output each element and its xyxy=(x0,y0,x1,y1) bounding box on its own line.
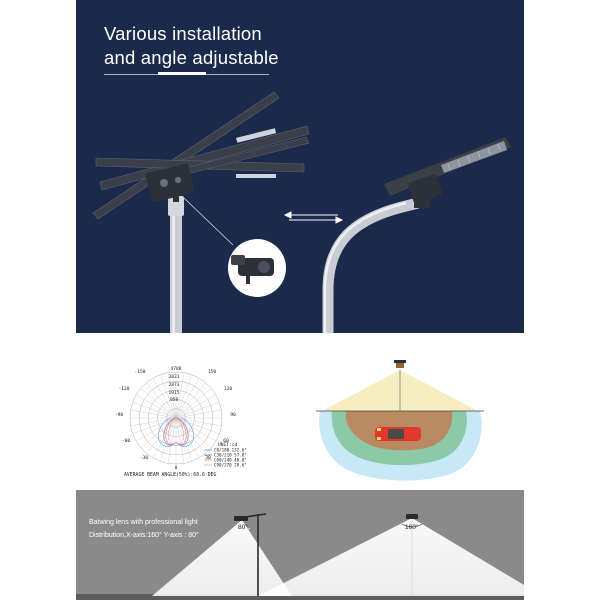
polar-spoke xyxy=(140,388,177,419)
polar-spoke xyxy=(167,417,177,464)
beam-angle-right: 160° xyxy=(405,524,419,531)
polar-spoke xyxy=(160,374,177,419)
beam-lamp-left xyxy=(234,516,248,521)
beam-description-line2: Distribution,X-axis:160° Y-axis : 80° xyxy=(89,532,199,539)
polar-ring-label: 3831 xyxy=(168,374,179,380)
beam-distribution-panel: Batwing lens with professional light Dis… xyxy=(76,490,524,600)
adjustable-lamp-arms xyxy=(92,91,310,220)
hero-title-line1: Various installation xyxy=(104,23,262,44)
polar-angle-label: 60 xyxy=(223,438,229,444)
polar-spoke xyxy=(132,417,177,434)
polar-spoke xyxy=(175,417,200,458)
hero-title-line2: and angle adjustable xyxy=(104,47,279,68)
curved-pole xyxy=(322,197,420,333)
diagram-lamp-top xyxy=(394,360,406,363)
illumination-diagram xyxy=(316,360,484,481)
road-surface xyxy=(76,594,524,600)
beam-cone-x xyxy=(258,518,524,596)
polar-top-label: 4788 xyxy=(170,366,181,372)
polar-angle-label: 90 xyxy=(230,412,236,418)
adjustable-pole xyxy=(168,190,184,333)
polar-spoke xyxy=(175,417,192,462)
polar-spoke xyxy=(160,417,177,462)
diagram-lamp xyxy=(396,362,404,368)
curved-pole-lamp xyxy=(384,137,511,208)
polar-angle-label: -120 xyxy=(118,386,129,392)
polar-spoke xyxy=(175,374,192,419)
angle-arc-left xyxy=(233,527,251,532)
polar-spoke xyxy=(175,409,222,419)
polar-spoke xyxy=(132,402,177,419)
polar-angle-label: -150 xyxy=(134,369,145,375)
lamp-bracket xyxy=(145,163,195,203)
polar-spoke xyxy=(175,372,185,419)
polar-spoke xyxy=(175,417,185,464)
angle-arc-right xyxy=(401,523,423,528)
polar-spoke xyxy=(175,417,220,434)
polar-spoke xyxy=(136,394,177,419)
polar-spoke xyxy=(175,402,220,419)
beam-cone-y xyxy=(152,520,292,596)
car-icon xyxy=(375,427,421,441)
photometric-polar-chart: 4788 3831 2873 1915 958 -150 -120 -90 -6… xyxy=(115,366,247,478)
polar-spoke xyxy=(175,388,212,419)
polar-spoke xyxy=(130,409,177,419)
polar-spoke xyxy=(152,417,177,458)
polar-angle-label: -90 xyxy=(115,412,124,418)
legend-entry: C0/180 132.6° xyxy=(214,448,247,453)
polar-ring-label: 958 xyxy=(170,397,179,403)
legend-entry: C90/270 28.6° xyxy=(214,463,247,468)
polar-spoke xyxy=(175,394,216,419)
legend-entry: C30/210 57.8° xyxy=(214,453,247,458)
beam-description-line1: Batwing lens with professional light xyxy=(89,519,198,526)
detail-leader-line xyxy=(183,197,234,246)
polar-bottom-label: 0 xyxy=(175,465,178,471)
polar-spoke xyxy=(167,372,177,419)
polar-angle-label: -60 xyxy=(122,438,131,444)
title-underline-accent xyxy=(158,72,206,75)
intensity-curve xyxy=(168,417,184,445)
polar-spoke xyxy=(152,378,177,419)
beam-angle-left: 80° xyxy=(238,524,248,531)
hero-title: Various installation and angle adjustabl… xyxy=(104,22,279,70)
intensity-curves xyxy=(158,417,194,447)
polar-angle-label: -30 xyxy=(140,455,149,461)
polar-spoke xyxy=(146,382,177,419)
polar-spoke xyxy=(175,378,200,419)
polar-footer: AVERAGE BEAM ANGLE(50%):60.6 DEG xyxy=(124,472,217,478)
bracket-detail-icon xyxy=(228,239,286,297)
polar-unit-label: UNIT:cd xyxy=(218,442,238,448)
polar-ring-label: 1915 xyxy=(168,390,179,396)
polar-angle-label: 120 xyxy=(224,386,233,392)
beam-lamp-right xyxy=(406,514,418,519)
polar-ring-label: 2873 xyxy=(168,382,179,388)
hero-panel: Various installation and angle adjustabl… xyxy=(76,0,524,333)
polar-spoke xyxy=(175,382,206,419)
double-arrow-icon xyxy=(283,211,344,224)
polar-angle-label: 150 xyxy=(208,369,217,375)
polar-angle-label: 30 xyxy=(205,455,211,461)
beam-illustration xyxy=(76,513,524,600)
legend-entry: C60/240 46.8° xyxy=(214,458,247,463)
hero-illustration xyxy=(92,91,511,333)
